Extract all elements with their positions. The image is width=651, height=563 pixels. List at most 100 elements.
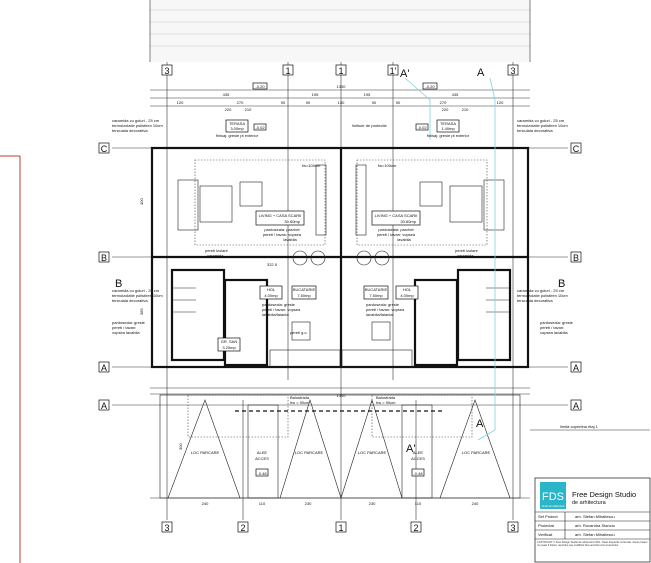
notes: caramida cu goluri - 25 cm termoizolatie… <box>112 118 599 429</box>
axis-label: C <box>573 144 580 154</box>
room-finish: lavabila <box>397 237 411 242</box>
row-label: Sef Proiect <box>538 514 558 519</box>
logo-text: FDS <box>542 491 564 503</box>
note: pereti izolare <box>205 248 229 253</box>
parking-area <box>159 394 521 499</box>
note: linitiuer de protectie <box>352 123 387 128</box>
note: pereti g.c. <box>290 330 308 335</box>
room-area: 4.00mp <box>264 293 278 298</box>
axis-label: 3 <box>164 66 169 76</box>
room-finish: pereti / tavan: vopsea <box>262 307 301 312</box>
level: -0.02 <box>417 125 427 130</box>
dim: 90 <box>306 100 311 105</box>
level: -0.02 <box>255 125 265 130</box>
note: fw=100cm <box>378 163 397 168</box>
dim: 435 <box>223 92 230 97</box>
note: caramida <box>207 253 224 258</box>
note: pardoseala: gresie <box>112 320 146 325</box>
row-label: Proiectat <box>538 523 555 528</box>
copyright-text: COPYRIGHT © Free Design Studio de arhite… <box>537 541 648 548</box>
dim: 220 <box>442 107 449 112</box>
room-name: GR. SAN <box>221 339 238 344</box>
dim: 270 <box>440 100 447 105</box>
upper-hatch <box>149 0 531 62</box>
row-label: Verificat <box>538 532 553 537</box>
section-mark: A <box>476 418 484 430</box>
room-finish: pereti / tavan: vopsea <box>366 307 405 312</box>
note: caramida cu goluri - 25 cm <box>112 288 160 293</box>
dim: 120 <box>497 100 504 105</box>
note: termoizolatie polistiren 10cm <box>517 293 568 298</box>
logo <box>540 482 566 509</box>
axis-label: A <box>573 363 579 373</box>
axis-markers-top: 3 1 1 1' 3 <box>161 64 519 76</box>
room-name: LIVING + CASA SCARII <box>375 213 418 218</box>
axis-label: 2 <box>240 523 245 533</box>
room-finish: pardoseala: gresie <box>366 302 400 307</box>
dim: 300 <box>178 443 183 450</box>
level: -0.48 <box>257 471 267 476</box>
parking-label: ACCES <box>255 456 269 461</box>
room-labels: TERASA 3.00mp finisaj: gresie pt exterio… <box>216 119 470 352</box>
dim: 90 <box>281 100 286 105</box>
section-mark: B <box>558 278 565 290</box>
axis-label: 2 <box>413 523 418 533</box>
note: hw = 90cm <box>376 400 396 405</box>
room-finish: finisaj: gresie pt exterior <box>216 133 259 138</box>
dim: 110 <box>259 501 266 506</box>
note: tencuiala decorativa <box>112 128 148 133</box>
section-mark: A <box>477 67 485 79</box>
room-finish: lavabila/faianta <box>262 312 289 317</box>
note: limita copertina etaj 1 <box>560 424 599 429</box>
row-value: arh. Stefan Mihailescu <box>575 514 615 519</box>
dim: 110 <box>415 501 422 506</box>
dim: 210 <box>462 107 469 112</box>
axis-label: 1' <box>390 66 397 76</box>
level: -0.48 <box>413 471 423 476</box>
dim: 400 <box>139 198 144 205</box>
room-area: 30.60mp <box>284 219 300 224</box>
parking-label: LOC PARCARE <box>462 450 491 455</box>
note: termoizolatie polistiren 10cm <box>517 123 568 128</box>
axis-label: 1 <box>338 66 343 76</box>
parking-label: LOC PARCARE <box>191 450 220 455</box>
studio-subtitle: de arhitectura <box>572 500 607 506</box>
room-area: 3.00mp <box>230 126 244 131</box>
room-name: HOL <box>267 287 276 292</box>
room-finish: pardoseala: parchet <box>378 227 414 232</box>
note: caramida <box>457 253 474 258</box>
section-mark: A' <box>400 68 409 80</box>
room-finish: lavabila/faianta <box>366 312 393 317</box>
room-name: BUCATARIE <box>365 287 388 292</box>
dim: 230 <box>305 501 312 506</box>
room-area: 7.50mp <box>369 293 383 298</box>
dim: 1300 <box>337 393 347 398</box>
axis-label: 3 <box>164 523 169 533</box>
note: fw=100cm <box>302 163 321 168</box>
row-value: arh. Stefan Mihailescu <box>575 532 615 537</box>
note: vopsea lavabila <box>112 330 140 335</box>
level: -0.20 <box>255 84 265 89</box>
parking-label: ALEE <box>413 450 424 455</box>
note: hw = 90cm <box>290 400 310 405</box>
dim: 210 <box>245 107 252 112</box>
note: caramida cu goluri - 25 cm <box>517 288 565 293</box>
dim: 195 <box>364 92 371 97</box>
level-markers: -0.20 -0.20 -0.02 -0.02 -0.48 -0.48 <box>252 82 438 477</box>
axis-label: A <box>573 401 579 411</box>
parking-label: LOC PARCARE <box>295 450 324 455</box>
note: tencuiala decorativa <box>517 298 553 303</box>
dim: 120 <box>177 100 184 105</box>
note: pereti / tavan: <box>112 325 136 330</box>
dim: 90 <box>396 100 401 105</box>
axis-label: 1 <box>338 523 343 533</box>
row-value: arh. Ruxandra Stanciu <box>575 523 615 528</box>
room-finish: pardoseala: parchet <box>264 227 300 232</box>
note: pereti izolare <box>455 248 479 253</box>
room-finish: pardoseala: gresie <box>262 302 296 307</box>
dim: 322.5 <box>267 262 278 267</box>
axis-label: C <box>101 144 108 154</box>
axis-label: A <box>101 401 107 411</box>
note: Balustrada <box>290 395 310 400</box>
